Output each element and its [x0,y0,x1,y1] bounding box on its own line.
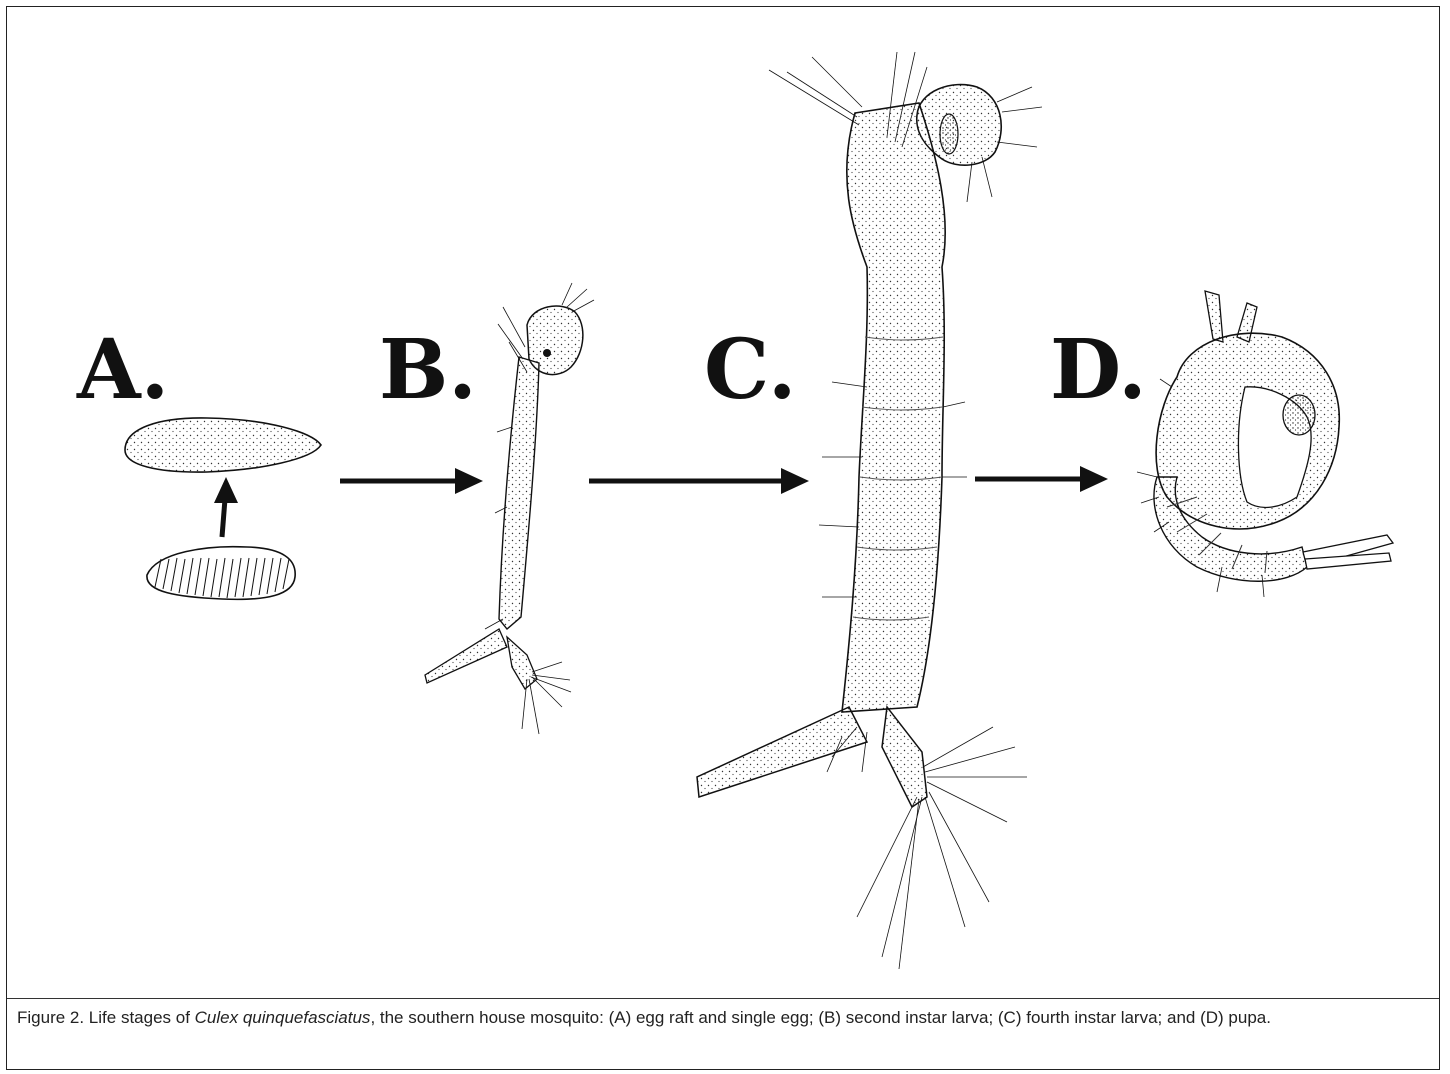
egg-icon [125,418,321,472]
caption-prefix: Figure 2. Life stages of [17,1008,195,1027]
drawing-canvas [7,7,1441,997]
caption-suffix: , the southern house mosquito: (A) egg r… [370,1008,1271,1027]
fourth-instar-larva-icon [697,52,1042,969]
figure-frame: A. B. C. D. [6,6,1440,1070]
arrow-icon [589,468,809,494]
figure-illustration: A. B. C. D. [7,7,1441,997]
second-instar-larva-icon [425,283,594,734]
figure-caption: Figure 2. Life stages of Culex quinquefa… [17,1007,1417,1029]
arrow-icon [214,477,238,537]
arrow-icon [340,468,483,494]
caption-divider [7,998,1439,999]
pupa-icon [1137,291,1393,597]
caption-species: Culex quinquefasciatus [195,1008,371,1027]
arrow-icon [975,466,1108,492]
egg-raft-icon [147,547,295,600]
